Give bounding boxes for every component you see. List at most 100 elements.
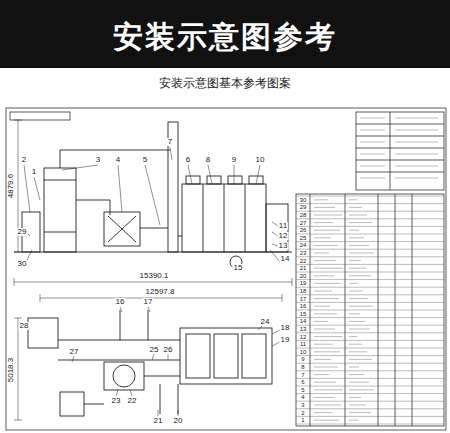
drawing-stroke: [44, 180, 76, 232]
drawing-stroke: [349, 405, 366, 406]
drawing-stroke: [58, 340, 180, 360]
drawing-stroke: [296, 386, 444, 387]
table-rows: [296, 196, 444, 424]
drawing-stroke: [349, 260, 361, 261]
callout-number: 15: [233, 264, 244, 272]
drawing-stroke: [395, 142, 438, 143]
dimension-value: 12597.8: [145, 288, 176, 296]
drawing-stroke: [28, 307, 280, 416]
drawing-stroke: [349, 306, 373, 307]
drawing-stroke: [120, 310, 148, 340]
table-row-number: 30: [300, 197, 307, 203]
drawing-stroke: [314, 329, 335, 330]
drawing-stroke: [314, 222, 333, 223]
callout-number: 6: [185, 156, 191, 164]
callout-number: 20: [173, 417, 184, 425]
table-row-number: 29: [300, 204, 307, 210]
plan-view: [28, 307, 280, 416]
drawing-stroke: [349, 397, 361, 398]
drawing-stroke: [296, 241, 444, 242]
drawing-stroke: [6, 108, 446, 430]
drawing-stroke: [296, 203, 444, 204]
elevation-view: [14, 122, 292, 268]
drawing-stroke: [314, 306, 330, 307]
drawing-stroke: [349, 344, 362, 345]
drawing-stroke: [108, 216, 136, 242]
drawing-stroke: [314, 351, 340, 352]
drawing-stroke: [349, 222, 372, 223]
drawing-stroke: [296, 332, 444, 333]
drawing-stroke: [314, 260, 336, 261]
drawing-stroke: [314, 405, 341, 406]
table-row-number: 6: [301, 379, 304, 385]
drawing-stroke: [360, 118, 385, 119]
drawing-stroke: [182, 184, 266, 252]
drawing-stroke: [24, 147, 280, 266]
drawing-stroke: [314, 397, 334, 398]
callout-number: 5: [142, 156, 148, 164]
table-row-number: 28: [300, 212, 307, 218]
drawing-stroke: [296, 424, 444, 425]
drawing-stroke: [349, 207, 362, 208]
drawing-stroke: [395, 130, 438, 131]
drawing-stroke: [296, 287, 444, 288]
table-row-number: 26: [300, 227, 307, 233]
drawing-stroke: [349, 283, 358, 284]
drawing-stroke: [296, 196, 444, 197]
drawing-stroke: [44, 168, 76, 252]
table-row-number: 9: [301, 356, 304, 362]
table-fill-lines: [314, 118, 438, 420]
table-row-number: 7: [301, 372, 304, 378]
drawing-stroke: [356, 112, 444, 190]
drawing-stroke: [296, 302, 444, 303]
drawing-stroke: [349, 412, 371, 413]
drawing-stroke: [349, 298, 368, 299]
drawing-stroke: [314, 230, 340, 231]
callout-number: 7: [167, 138, 173, 146]
drawing-stroke: [314, 321, 328, 322]
page-title: 安装示意图参考: [0, 22, 450, 52]
drawing-stroke: [28, 318, 58, 348]
drawing-stroke: [296, 256, 444, 257]
drawing-stroke: [84, 376, 180, 414]
table-row-number: 18: [300, 288, 307, 294]
drawing-stroke: [314, 253, 329, 254]
drawing-stroke: [296, 194, 444, 426]
drawing-stroke: [314, 367, 338, 368]
drawing-stroke: [10, 112, 70, 120]
drawing-stroke: [296, 401, 444, 402]
drawing-frame: [6, 108, 446, 430]
table-row-number: 17: [300, 296, 307, 302]
drawing-stroke: [395, 118, 438, 119]
drawing-stroke: [14, 236, 292, 252]
callout-number: 19: [280, 336, 291, 344]
drawing-stroke: [349, 245, 369, 246]
drawing-stroke: [296, 234, 444, 235]
callout-number: 4: [115, 156, 121, 164]
drawing-stroke: [349, 374, 364, 375]
callout-number: 28: [19, 322, 30, 330]
table-row-number: 21: [300, 265, 307, 271]
table-row-number: 16: [300, 303, 307, 309]
drawing-stroke: [104, 362, 144, 390]
table-row-number: 1: [301, 417, 304, 423]
table-row-number: 5: [301, 387, 304, 393]
table-row-number: 10: [300, 349, 307, 355]
drawing-stroke: [314, 336, 342, 337]
drawing-stroke: [14, 318, 22, 420]
drawing-stroke: [349, 420, 358, 421]
drawing-stroke: [360, 142, 385, 143]
callout-number: 30: [17, 260, 28, 268]
drawing-stroke: [296, 408, 444, 409]
drawing-stroke: [104, 212, 140, 246]
table-row-number: 8: [301, 364, 304, 370]
drawing-stroke: [360, 178, 385, 179]
table-row-number: 15: [300, 311, 307, 317]
drawing-stroke: [207, 176, 221, 184]
callout-number: 18: [280, 324, 291, 332]
drawing-stroke: [314, 291, 332, 292]
drawing-stroke: [314, 313, 337, 314]
drawing-stroke: [296, 340, 444, 341]
drawing-stroke: [186, 334, 210, 378]
